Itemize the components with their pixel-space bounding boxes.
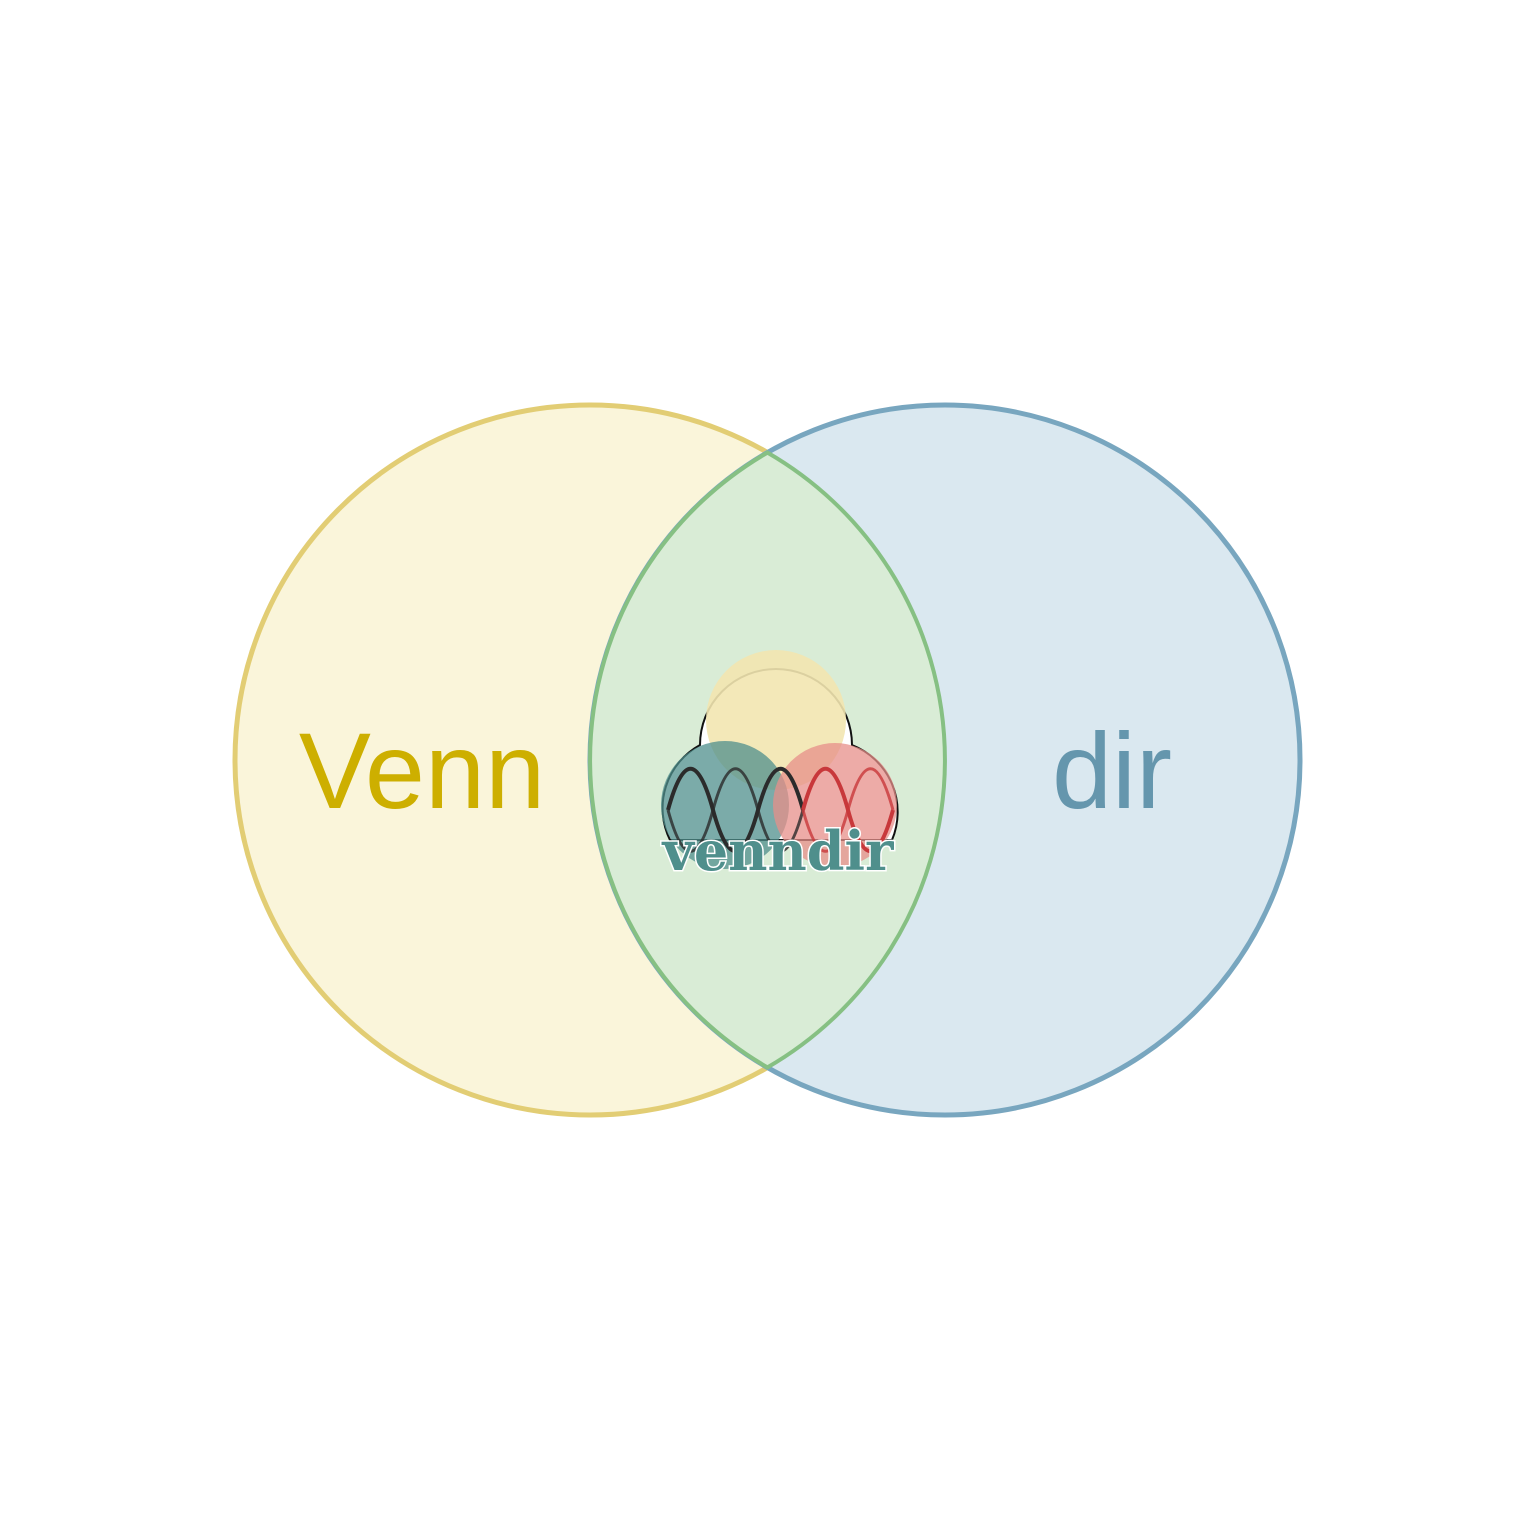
logo-wordmark: venndir — [662, 819, 895, 883]
venndir-logo: venndir — [660, 650, 899, 885]
dna-helix-icon — [666, 766, 895, 854]
set-label-dir: dir — [1052, 710, 1172, 831]
overlap-border — [588, 450, 947, 1070]
logo-circle-right — [773, 743, 897, 867]
logo-circle-left — [661, 741, 789, 869]
overlap-region — [590, 405, 945, 1115]
set-label-venn: Venn — [299, 710, 545, 831]
